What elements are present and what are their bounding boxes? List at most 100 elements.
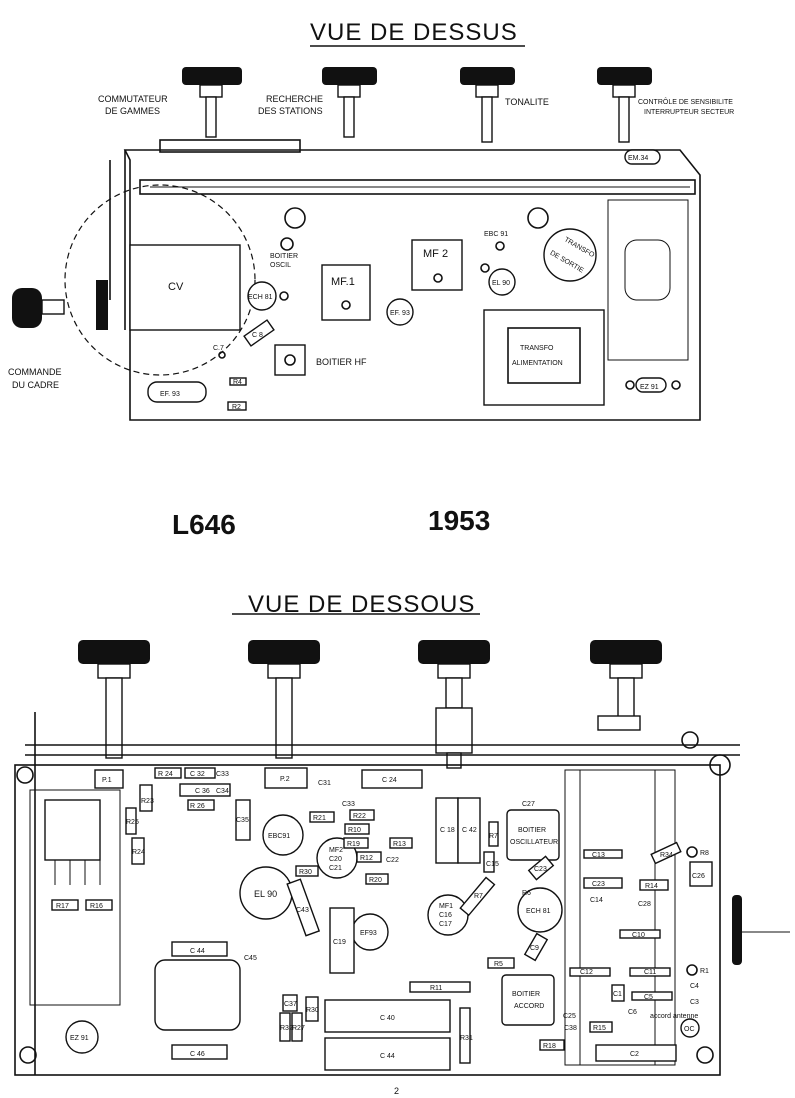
label-c15: C15 [486, 861, 499, 868]
oscil-screw [280, 237, 294, 251]
label-r18: R18 [543, 1043, 556, 1050]
label-r2: R2 [232, 404, 241, 411]
label-c38: C38 [564, 1025, 577, 1032]
label-r4: R4 [233, 379, 242, 386]
ebc91-tube-bottom [262, 814, 304, 856]
label-c6: C6 [628, 1009, 637, 1016]
c43-cap [286, 878, 321, 937]
label-cv: CV [168, 281, 184, 293]
label-ebc91-bottom: EBC91 [268, 833, 290, 840]
label-r27: R27 [292, 1025, 305, 1032]
label-mf1-bottom-2: C16 [439, 912, 452, 919]
r16-res [85, 899, 113, 911]
label-r19: R19 [347, 841, 360, 848]
ef93-tube-a [386, 298, 414, 326]
label-c35: C35 [236, 817, 249, 824]
label-r30: R30 [299, 869, 312, 876]
label-r25: R25 [126, 819, 139, 826]
cv-block [129, 244, 241, 331]
label-r21: R21 [313, 815, 326, 822]
r7-res [488, 821, 499, 847]
label-ef93-a: EF. 93 [390, 310, 410, 317]
label-accord-antenne: accord antenne [650, 1013, 698, 1020]
ech81-tube-bottom [517, 887, 563, 933]
r30-res [295, 865, 319, 877]
label-tonalite: TONALITE [505, 97, 549, 107]
boitier-hf [274, 344, 306, 376]
label-c27: C27 [522, 801, 535, 808]
r27-res [291, 1012, 303, 1042]
label-mf2-bottom-1: MF2 [329, 847, 343, 854]
label-c18: C 18 [440, 827, 455, 834]
c9-cap [523, 932, 549, 962]
label-c23b: C23 [592, 881, 605, 888]
label-r24: R 24 [158, 771, 173, 778]
label-c33a: C33 [216, 771, 229, 778]
label-boitier-osc-2: OSCILLATEUR [510, 839, 558, 846]
label-ebc91-top: EBC 91 [484, 231, 508, 238]
label-c12: C12 [580, 969, 593, 976]
bottom-chassis [14, 712, 790, 1076]
r17-res [51, 899, 79, 911]
r26-res [187, 799, 215, 811]
oc-terminal [680, 1018, 700, 1038]
label-c34: C34 [216, 788, 229, 795]
label-c44b: C 44 [380, 1053, 395, 1060]
c46-cap [171, 1044, 228, 1060]
ef93-tube-b [147, 381, 207, 403]
c23-cap [527, 855, 555, 881]
c42-cap [457, 797, 481, 864]
c23b-cap [583, 877, 623, 889]
r2-resistor [227, 401, 247, 411]
label-c23: C23 [534, 866, 547, 873]
label-boitier-accord-2: ACCORD [514, 1003, 544, 1010]
bottom-components: P.1 P.2 C 24 R 24 C 32 C33 C 36 C34 R23 … [51, 767, 713, 1071]
label-p2: P.2 [280, 776, 290, 783]
label-r12: R12 [360, 855, 373, 862]
r15-res [589, 1021, 613, 1033]
c8-cap [243, 319, 275, 347]
r12-res [356, 851, 382, 863]
label-c7-top: C.7 [213, 345, 224, 352]
label-r17: R17 [56, 903, 69, 910]
top-knobs [182, 67, 652, 143]
transfo-alimentation [483, 309, 605, 406]
c15-cap [483, 851, 495, 873]
label-c46: C 46 [190, 1051, 205, 1058]
label-r11: R11 [430, 985, 442, 992]
c1-cap [611, 984, 625, 1002]
r22-res [349, 809, 375, 821]
c44b-cap [324, 1037, 451, 1071]
label-c40: C 40 [380, 1015, 395, 1022]
r14-res [639, 879, 669, 891]
label-boitier-oscil-1: BOITIER [270, 253, 298, 260]
label-c44a: C 44 [190, 948, 205, 955]
label-c37: C37 [284, 1001, 297, 1008]
label-r22: R22 [353, 813, 366, 820]
label-c32: C 32 [190, 771, 205, 778]
c5-cap [631, 991, 673, 1001]
r30b-res [305, 996, 319, 1022]
year: 1953 [428, 505, 490, 536]
label-c10: C10 [632, 932, 645, 939]
label-r8: R8 [700, 850, 709, 857]
em34-tube [624, 149, 661, 165]
label-em34: EM.34 [628, 155, 648, 162]
label-c14: C14 [590, 897, 603, 904]
label-recherche-2: DES STATIONS [258, 106, 323, 116]
filter-can [154, 959, 241, 1031]
label-mf1-bottom-1: MF1 [439, 903, 453, 910]
label-c25: C25 [563, 1013, 576, 1020]
knob-recherche [322, 67, 377, 138]
label-commutateur-1: COMMUTATEUR [98, 94, 168, 104]
c10-cap [619, 929, 661, 939]
label-p1: P.1 [102, 777, 112, 784]
label-r34: R34 [660, 852, 673, 859]
label-mf2-bottom-3: C21 [329, 865, 342, 872]
label-c33b: C33 [342, 801, 355, 808]
r32-res [279, 1012, 291, 1042]
c24-cap [361, 769, 423, 789]
top-title: VUE DE DESSUS [310, 19, 518, 46]
r18-res [539, 1039, 565, 1051]
r10-res [344, 823, 370, 835]
